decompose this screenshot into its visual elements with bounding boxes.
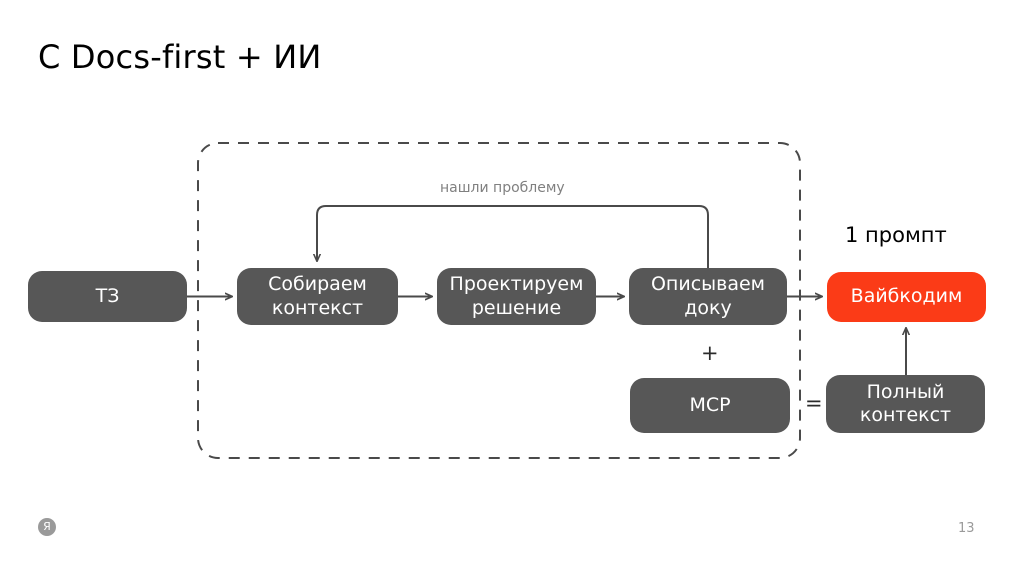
equals-operator-label: = — [805, 391, 823, 415]
edge-doc-to-context-feedback — [317, 205, 709, 268]
plus-operator-label: + — [701, 341, 719, 365]
node-mcp[interactable]: MCP — [630, 378, 790, 433]
node-proektiruem-reshenie[interactable]: Проектируем решение — [437, 268, 596, 325]
node-vaybkodim[interactable]: Вайбкодим — [827, 272, 986, 322]
brand-logo-icon: Я — [38, 518, 56, 536]
prompt-count-label: 1 промпт — [845, 223, 947, 247]
page-title: С Docs-first + ИИ — [38, 38, 322, 76]
feedback-loop-label: нашли проблему — [440, 180, 565, 196]
node-sobiraem-kontekst[interactable]: Собираем контекст — [237, 268, 398, 325]
node-tz[interactable]: ТЗ — [28, 271, 187, 322]
node-polnyy-kontekst[interactable]: Полный контекст — [826, 375, 985, 433]
page-number: 13 — [958, 521, 975, 536]
node-opisyvaem-doku[interactable]: Описываем доку — [629, 268, 787, 325]
